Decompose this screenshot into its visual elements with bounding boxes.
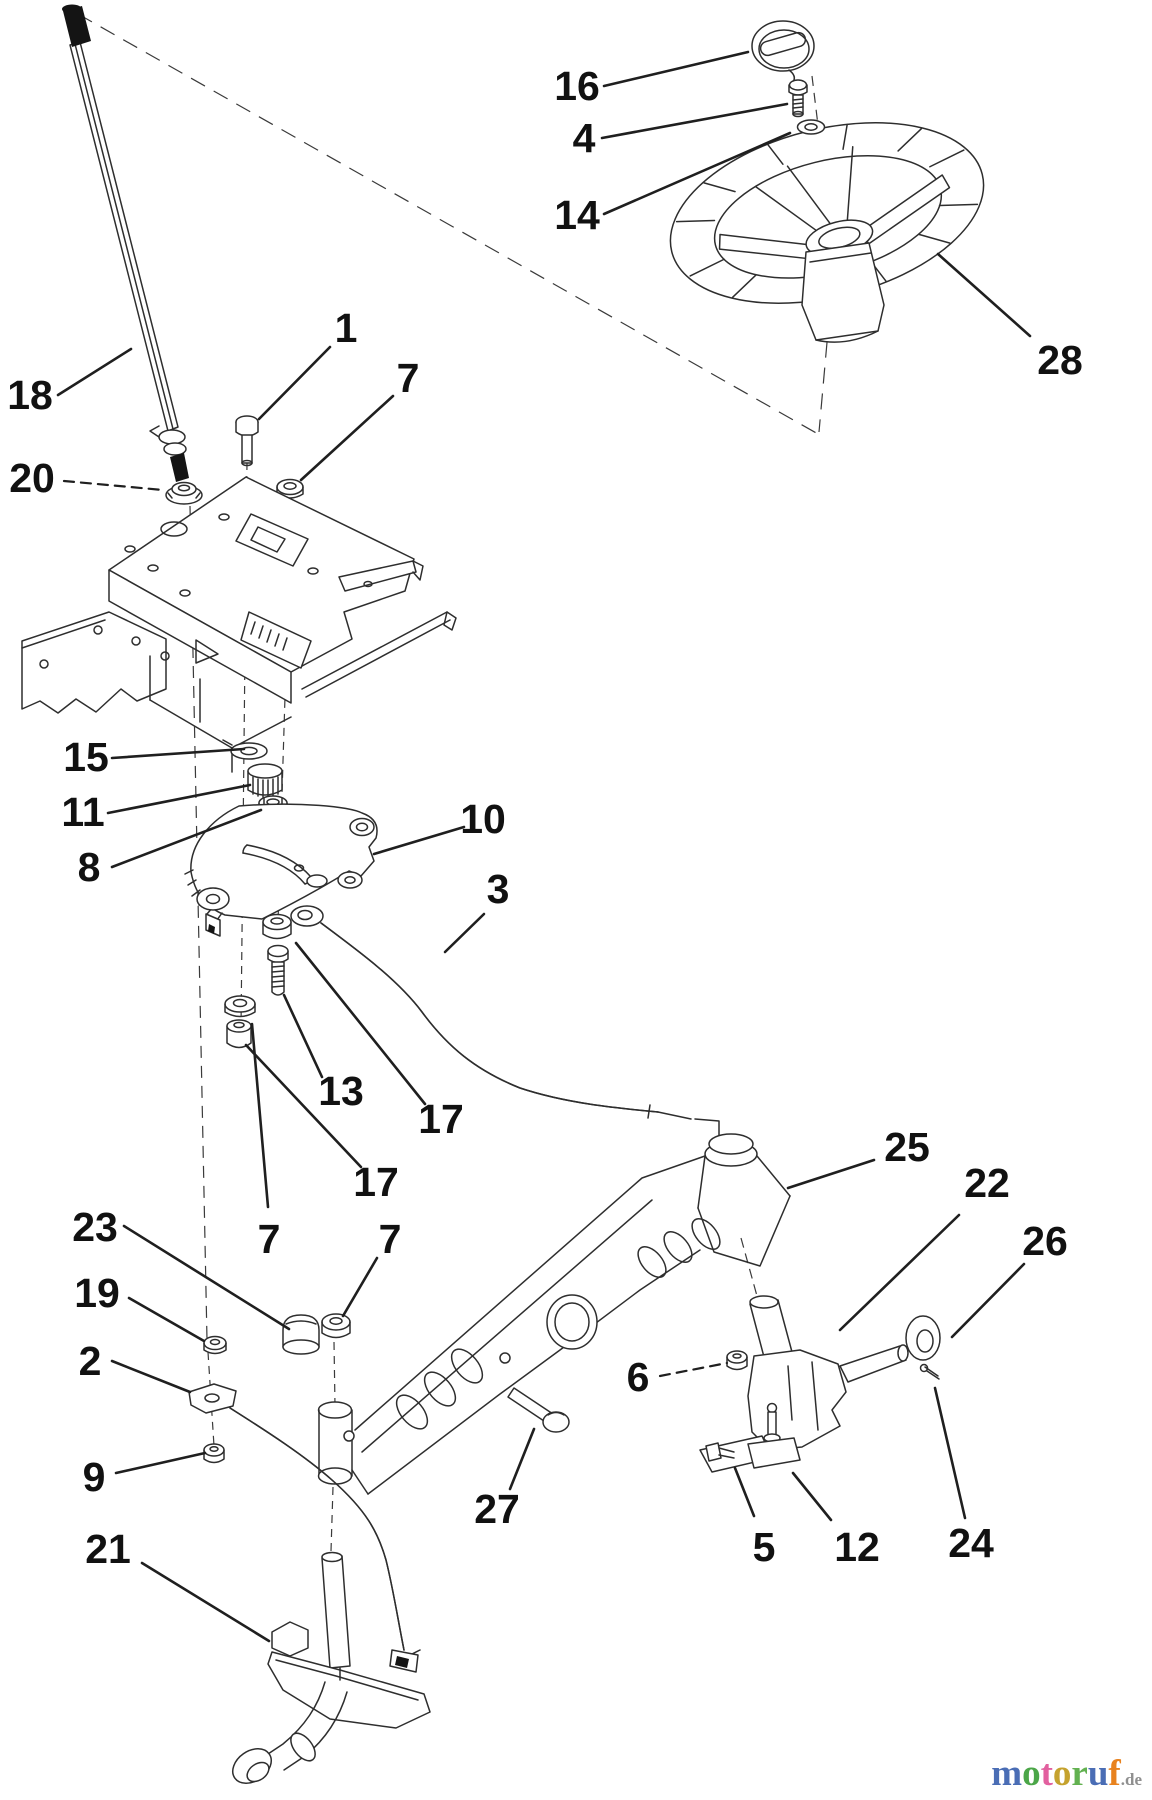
callout-17-b: 17 xyxy=(353,1159,399,1205)
lock-nut-17-upper xyxy=(262,913,292,940)
callout-7-top: 7 xyxy=(397,355,420,401)
drag-link-upper xyxy=(290,905,720,1148)
callout-26: 26 xyxy=(1022,1218,1068,1264)
callout-1: 1 xyxy=(335,305,358,351)
flange-nut-top xyxy=(276,478,304,499)
logo-suffix: .de xyxy=(1120,1770,1142,1789)
keps-nut xyxy=(165,481,203,505)
washer-26 xyxy=(905,1315,941,1361)
callout-13: 13 xyxy=(318,1068,364,1114)
flange-nut-axle xyxy=(321,1313,351,1339)
callout-24: 24 xyxy=(948,1520,994,1566)
callout-7-mid-left: 7 xyxy=(258,1216,281,1262)
callout-4: 4 xyxy=(573,115,596,161)
leader-lines xyxy=(56,50,1032,1643)
sector-gear-plate xyxy=(184,803,378,937)
right-spindle xyxy=(699,1295,909,1473)
callout-10: 10 xyxy=(460,796,506,842)
callout-5: 5 xyxy=(753,1524,776,1570)
callout-23: 23 xyxy=(72,1204,118,1250)
callout-2: 2 xyxy=(79,1338,102,1384)
cotter-pin xyxy=(919,1363,940,1380)
pivot-bolt xyxy=(507,1387,570,1433)
callout-8: 8 xyxy=(78,844,101,890)
nut-19 xyxy=(203,1335,227,1355)
callout-9: 9 xyxy=(83,1454,106,1500)
steering-wheel xyxy=(669,122,985,343)
hex-bolt xyxy=(235,415,259,467)
callout-16: 16 xyxy=(554,63,600,109)
splined-coupler xyxy=(247,763,283,798)
motoruf-logo[interactable]: motoruf.de xyxy=(0,1752,1142,1795)
washer-14 xyxy=(796,119,826,135)
callout-11: 11 xyxy=(61,789,104,835)
callout-19: 19 xyxy=(74,1270,120,1316)
tie-rod-end xyxy=(747,1402,801,1469)
callout-18: 18 xyxy=(7,372,53,418)
steering-shaft xyxy=(62,4,189,482)
callout-25: 25 xyxy=(884,1124,930,1170)
callout-28: 28 xyxy=(1037,337,1083,383)
cap-screw xyxy=(788,79,808,118)
callout-3: 3 xyxy=(487,866,510,912)
bushing xyxy=(226,1019,252,1049)
callout-labels: 16 4 14 28 18 1 7 20 15 11 8 10 3 13 17 … xyxy=(7,63,1083,1572)
front-axle-beam xyxy=(317,1133,791,1495)
nut-9 xyxy=(203,1443,225,1464)
frame-plate xyxy=(21,476,457,773)
callout-15: 15 xyxy=(63,734,109,780)
callout-20: 20 xyxy=(9,455,55,501)
callout-14: 14 xyxy=(554,192,600,238)
callout-6: 6 xyxy=(627,1354,650,1400)
callout-21: 21 xyxy=(85,1526,131,1572)
logo-wordmark: motoruf xyxy=(991,1753,1121,1794)
drag-link-lower xyxy=(188,1383,419,1673)
callout-27: 27 xyxy=(474,1486,520,1532)
flange-nut-mid xyxy=(224,995,256,1018)
callout-17-a: 17 xyxy=(418,1096,464,1142)
left-spindle xyxy=(232,1551,431,1784)
nut-6 xyxy=(726,1350,748,1371)
callout-12: 12 xyxy=(834,1524,880,1570)
wheel-cap xyxy=(751,20,815,83)
clamp-bolt xyxy=(705,1442,735,1462)
axle-cap xyxy=(282,1314,320,1355)
callout-7-mid-right: 7 xyxy=(379,1216,402,1262)
shoulder-screw xyxy=(267,944,289,996)
callout-22: 22 xyxy=(964,1160,1010,1206)
